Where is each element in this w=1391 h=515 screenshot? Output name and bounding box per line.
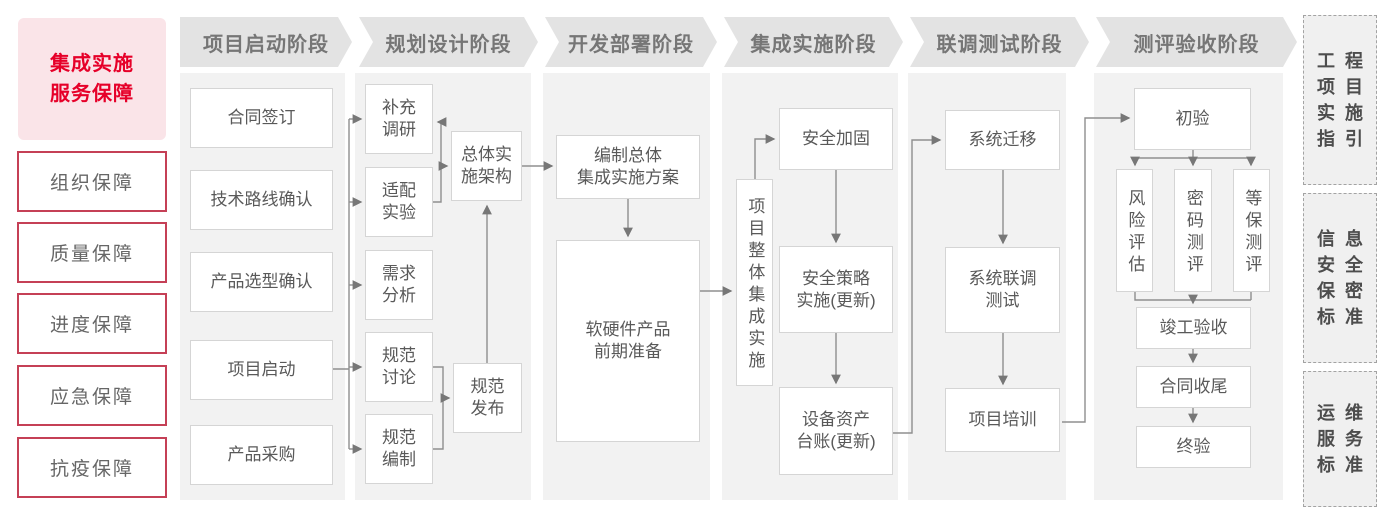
box-project-training: 项目培训 [945, 388, 1060, 452]
standard-ops-service: 运维 服务 标准 [1303, 371, 1377, 507]
box-product-procurement: 产品采购 [190, 425, 333, 485]
guarantee-emergency: 应急保障 [17, 365, 167, 426]
phase-header-acceptance: 测评验收阶段 [1096, 17, 1297, 67]
box-final-acceptance: 终验 [1136, 426, 1251, 468]
box-contract-closure: 合同收尾 [1136, 366, 1251, 408]
box-supplementary-research: 补充 调研 [365, 84, 433, 154]
box-spec-discussion: 规范 讨论 [365, 332, 433, 402]
box-adaptation-test: 适配 实验 [365, 167, 433, 237]
box-tech-route-confirm: 技术路线确认 [190, 170, 333, 230]
phase-header-testing: 联调测试阶段 [910, 17, 1089, 67]
phase-header-deployment: 开发部署阶段 [545, 17, 717, 67]
box-crypto-evaluation: 密码测评 [1174, 169, 1212, 292]
box-security-policy-implementation: 安全策略 实施(更新) [779, 246, 893, 333]
box-hw-sw-preparation: 软硬件产品 前期准备 [556, 240, 700, 442]
box-mlps-evaluation: 等保测评 [1233, 169, 1270, 292]
guarantee-schedule: 进度保障 [17, 293, 167, 354]
box-system-migration: 系统迁移 [945, 110, 1060, 170]
box-overall-architecture: 总体实 施架构 [451, 131, 522, 201]
box-completion-acceptance: 竣工验收 [1136, 307, 1251, 349]
box-overall-project-integration: 项目整体集成实施 [736, 179, 773, 386]
box-product-selection-confirm: 产品选型确认 [190, 252, 333, 312]
phase-header-planning: 规划设计阶段 [359, 17, 538, 67]
guarantee-quality: 质量保障 [17, 222, 167, 283]
phase-header-kickoff: 项目启动阶段 [180, 17, 352, 67]
guarantee-organization: 组织保障 [17, 151, 167, 212]
box-security-hardening: 安全加固 [779, 108, 893, 170]
standard-project-guide: 工程 项目 实施 指引 [1303, 15, 1377, 185]
box-spec-release: 规范 发布 [453, 363, 522, 433]
box-overall-integration-plan: 编制总体 集成实施方案 [556, 135, 700, 199]
box-joint-debugging-test: 系统联调 测试 [945, 247, 1060, 333]
box-spec-drafting: 规范 编制 [365, 414, 433, 484]
box-risk-assessment: 风险评估 [1116, 169, 1153, 292]
sidebar-title: 集成实施 服务保障 [18, 18, 166, 140]
box-requirement-analysis: 需求 分析 [365, 250, 433, 320]
box-contract-signing: 合同签订 [190, 88, 333, 148]
box-project-kickoff: 项目启动 [190, 340, 333, 400]
guarantee-epidemic: 抗疫保障 [17, 437, 167, 498]
standard-infosec: 信息 安全 保密 标准 [1303, 193, 1377, 363]
box-asset-ledger-update: 设备资产 台账(更新) [779, 387, 893, 475]
box-preliminary-acceptance: 初验 [1134, 88, 1251, 150]
phase-header-integration: 集成实施阶段 [724, 17, 903, 67]
